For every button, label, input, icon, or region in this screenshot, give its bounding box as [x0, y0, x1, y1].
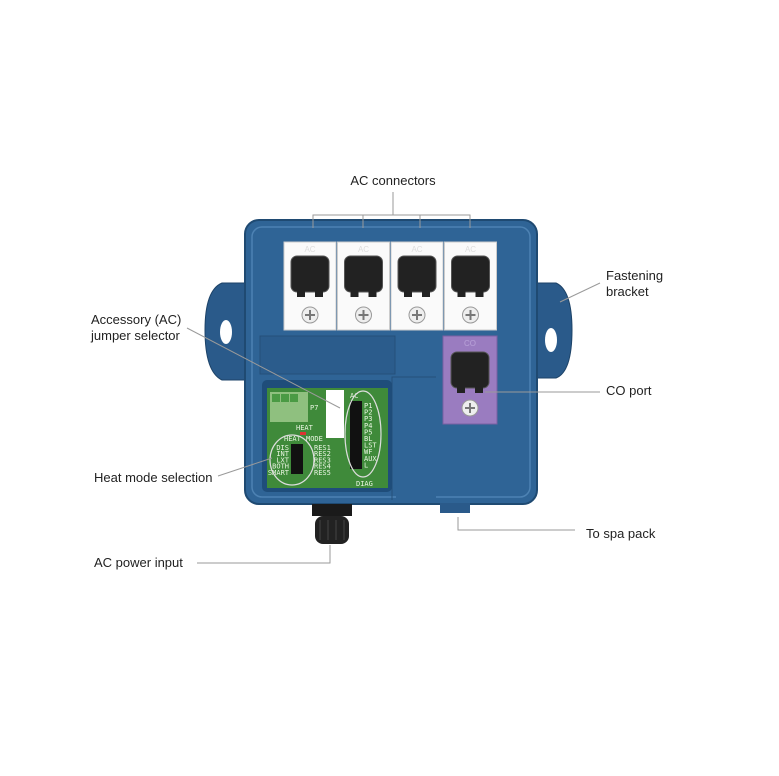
- slot-label: AC: [358, 245, 369, 254]
- ac-connector-slot[interactable]: AC: [390, 241, 444, 331]
- callout-accessory-jumper-1: Accessory (AC): [91, 312, 181, 327]
- heat-label: HEAT: [296, 424, 314, 432]
- slot-label: AC: [304, 245, 315, 254]
- res-label: RES4: [314, 463, 331, 471]
- co-port-label: CO: [464, 339, 476, 348]
- ac-connector-slot[interactable]: AC: [444, 241, 497, 331]
- connector-socket: [397, 255, 437, 293]
- heat-mode-label: LXT: [276, 456, 289, 464]
- heat-mode-jumper-header[interactable]: [291, 444, 303, 474]
- callout-fastening-bracket-2: bracket: [606, 284, 649, 299]
- ac-pin-label: AUX: [364, 455, 377, 463]
- ac-jumper-highlight: [344, 390, 382, 478]
- callout-to-spa-pack: To spa pack: [586, 526, 656, 541]
- ac-pin-label: P5: [364, 428, 372, 436]
- connector-socket: [344, 255, 383, 293]
- heat-mode-label: DIS: [276, 444, 289, 452]
- ac-connector-slot[interactable]: AC: [337, 241, 390, 331]
- heat-mode-label: SMART: [268, 469, 290, 477]
- ac-jumper-header[interactable]: [350, 401, 362, 469]
- callout-ac-power-input: AC power input: [94, 555, 183, 570]
- callout-heat-mode: Heat mode selection: [94, 470, 213, 485]
- co-port[interactable]: CO: [442, 335, 498, 425]
- ac-power-cable-gland: [312, 504, 352, 544]
- heat-mode-highlight: [269, 434, 315, 486]
- ac-pin-label: BL: [364, 435, 372, 443]
- callout-fastening-bracket-1: Fastening: [606, 268, 663, 283]
- diag-label: DIAG: [356, 480, 373, 488]
- ac-connectors: AC AC AC AC: [283, 241, 497, 331]
- fastening-bracket-right: [532, 282, 573, 379]
- callout-ac-connectors: AC connectors: [350, 173, 436, 188]
- callout-accessory-jumper-2: jumper selector: [90, 328, 181, 343]
- heat-mode-label: INT: [276, 450, 289, 458]
- ac-pin-label: P3: [364, 415, 372, 423]
- ac-pin-label: WF: [364, 448, 372, 456]
- connector-socket: [290, 255, 330, 293]
- ac-pin-label: P2: [364, 409, 372, 417]
- res-label: RES3: [314, 456, 331, 464]
- res-label: RES5: [314, 469, 331, 477]
- fastening-bracket-left: [204, 282, 251, 381]
- ac-pin-label: P1: [364, 402, 372, 410]
- mode-header: MODE: [306, 435, 323, 443]
- leader-lines: [186, 192, 601, 564]
- heat-header: HEAT: [284, 435, 302, 443]
- connector-socket: [451, 255, 490, 293]
- ac-pin-label: L: [364, 461, 368, 469]
- control-board: P7 HEAT HEAT MODE AC DIAG P1P2P3P4P5BLLS…: [267, 388, 388, 488]
- slot-label: AC: [465, 245, 476, 254]
- ac-connector-slot[interactable]: AC: [283, 241, 337, 331]
- p7-label: P7: [310, 404, 318, 412]
- ac-pin-label: P4: [364, 422, 372, 430]
- res-label: RES1: [314, 444, 331, 452]
- callout-co-port: CO port: [606, 383, 652, 398]
- slot-label: AC: [411, 245, 422, 254]
- res-label: RES2: [314, 450, 331, 458]
- heat-mode-label: BOTH: [272, 463, 289, 471]
- ac-pin-label: LST: [364, 442, 377, 450]
